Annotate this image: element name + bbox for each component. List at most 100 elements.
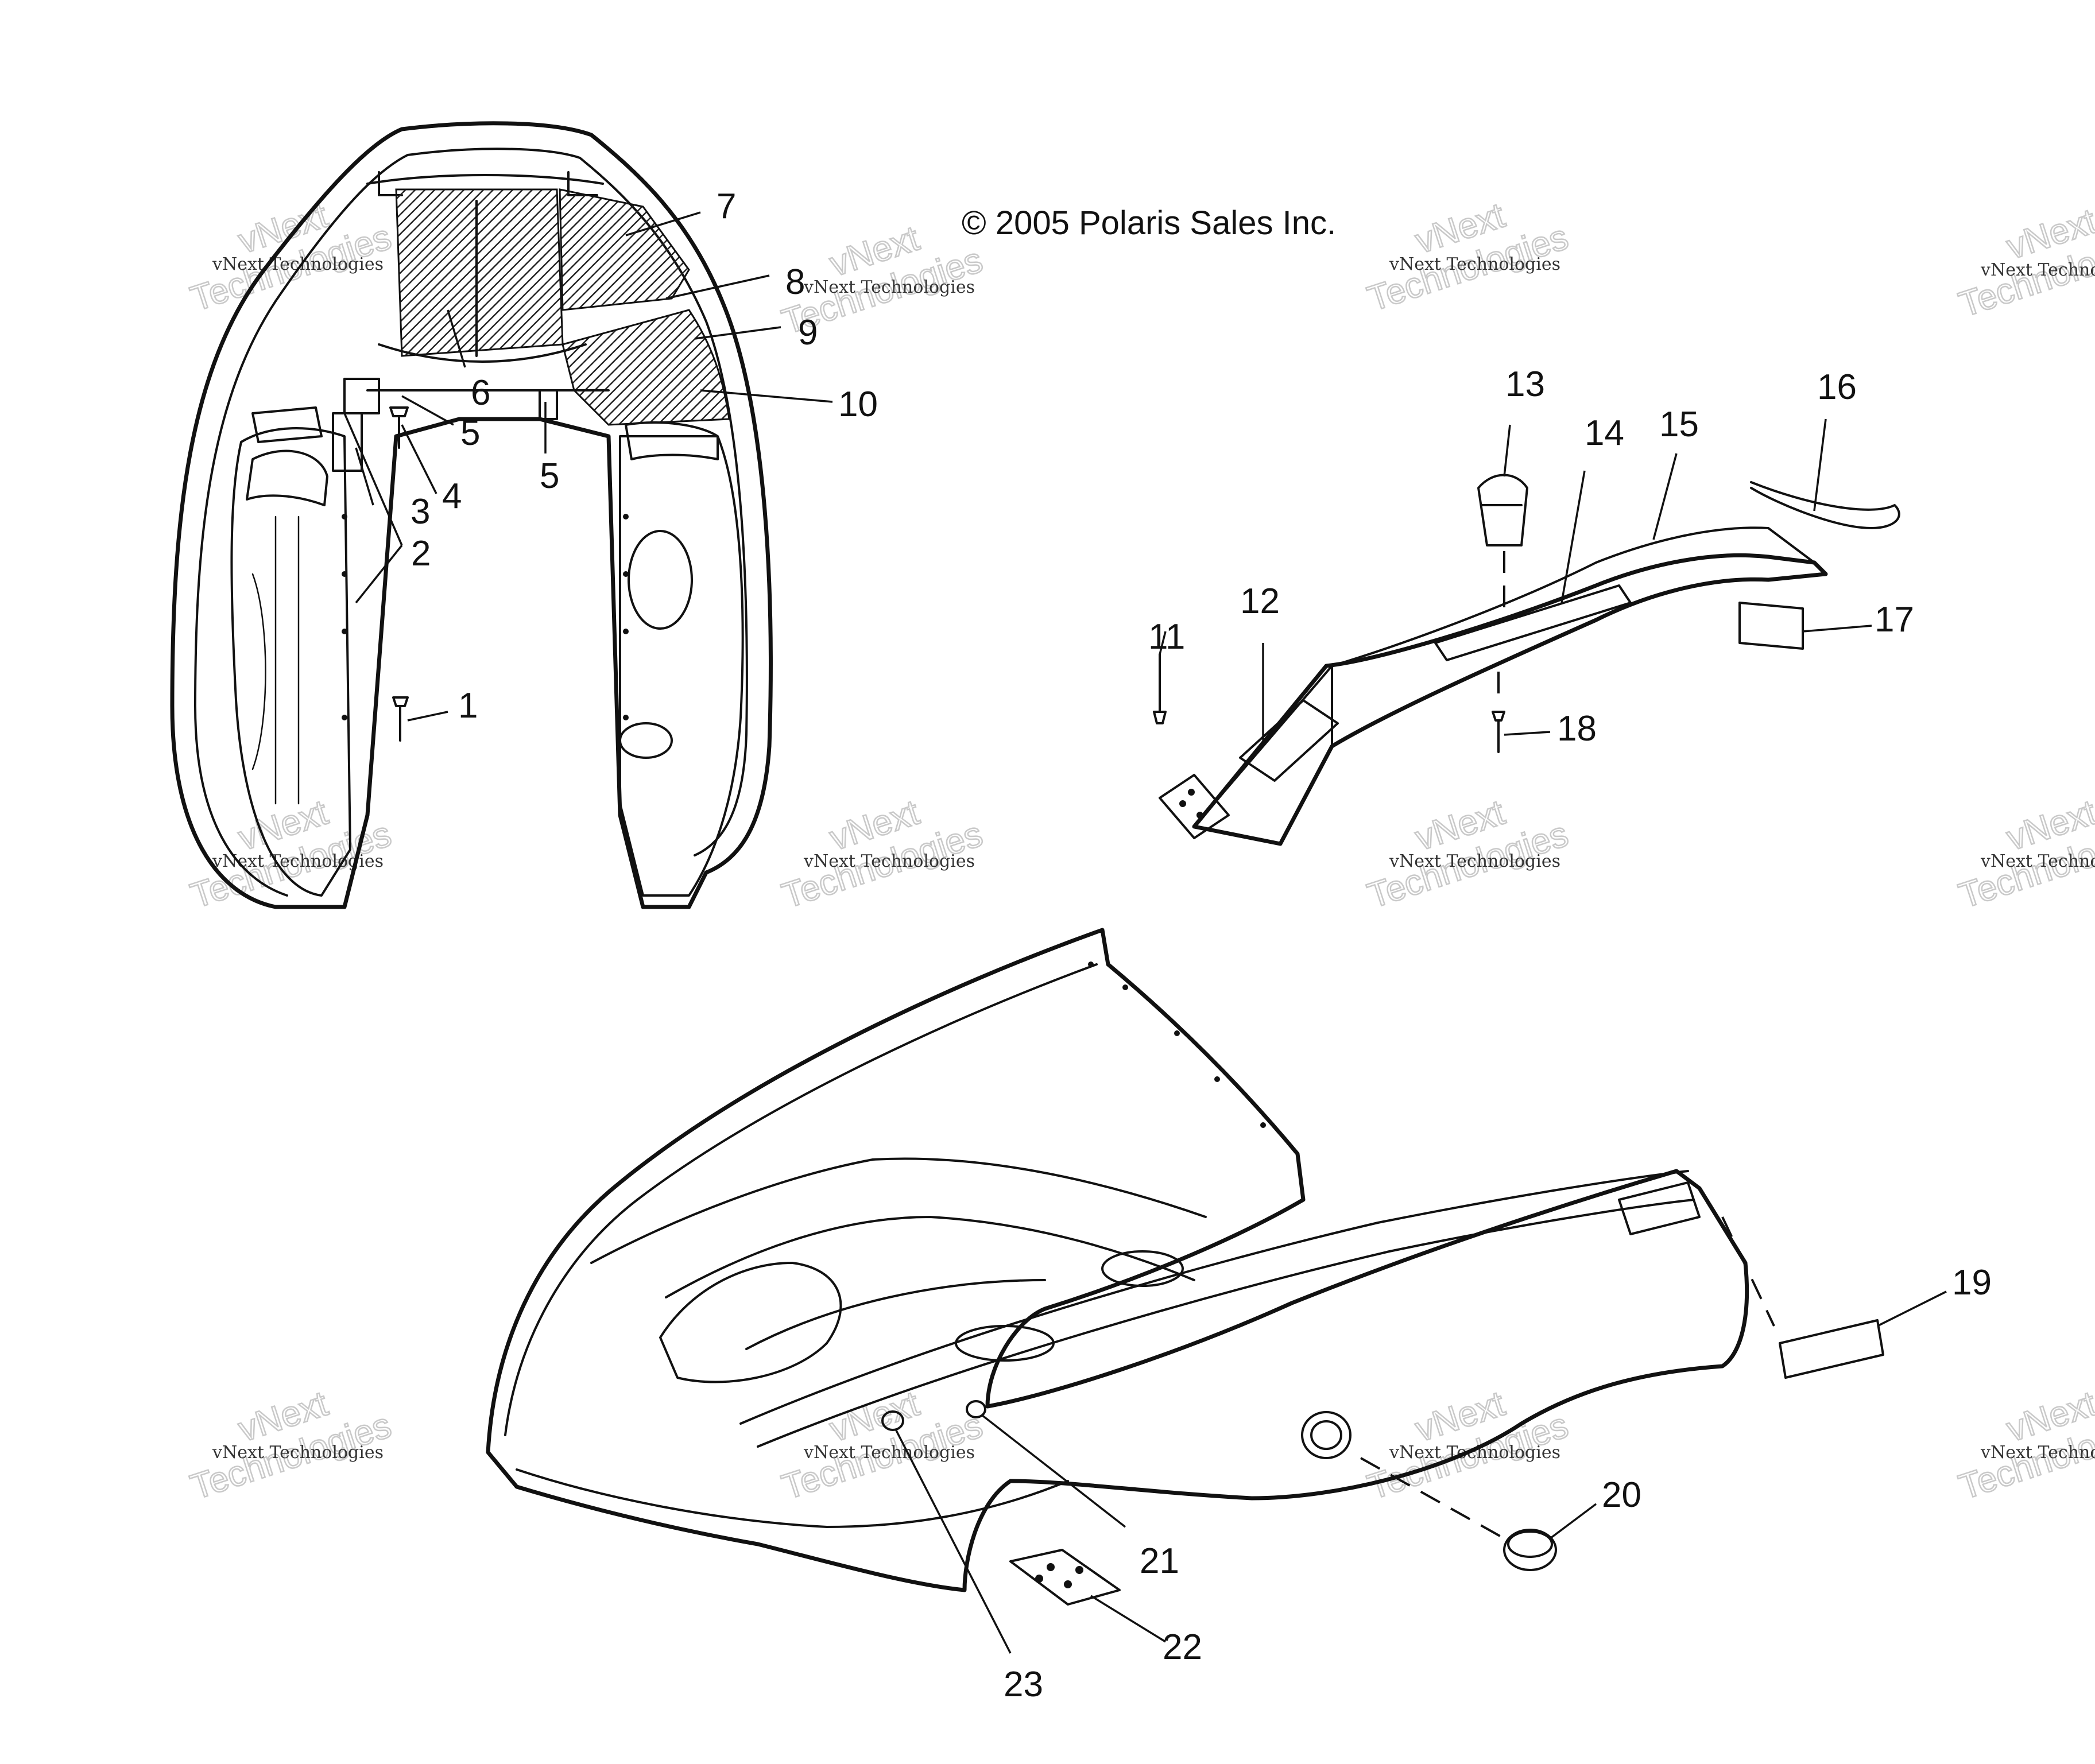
callout-5: 5: [460, 413, 480, 453]
callout-5b: 5: [540, 456, 559, 496]
hood-bottom-view: [486, 928, 1884, 1606]
watermark: vNext Technologies vNext Technologies: [185, 195, 397, 320]
leader-lines: [343, 211, 1947, 1654]
hood-left-ribs: [251, 515, 300, 805]
hood-center-tab-right: [539, 389, 558, 420]
rivet-11: [1153, 653, 1167, 724]
hood-panel-10: [561, 309, 730, 426]
callout-4: 4: [442, 476, 462, 516]
grommet-mount: [1301, 1411, 1352, 1459]
decal-12: [1239, 699, 1339, 782]
console-panel-15: [1192, 553, 1828, 846]
callout-23: 23: [1004, 1665, 1043, 1704]
hood-right-port: [628, 530, 693, 630]
hood-left-vent: [246, 449, 328, 506]
decal-14: [1434, 584, 1632, 661]
callout-12: 12: [1240, 581, 1280, 621]
svg-text:vNext Technologies: vNext Technologies: [1389, 1443, 1560, 1463]
hood-center-tab-left: [343, 378, 380, 414]
watermark: vNext Technologies vNext Technologies: [1362, 1383, 1574, 1508]
rivet-4: [389, 406, 409, 449]
callout-6: 6: [471, 373, 490, 413]
callout-3: 3: [411, 492, 430, 532]
svg-text:vNext Technologies: vNext Technologies: [212, 1443, 384, 1463]
svg-text:vNext Technologies: vNext Technologies: [803, 851, 975, 871]
clip-13: [1477, 474, 1528, 546]
console-top-surface: [1193, 526, 1815, 828]
watermark: vNext Technologies vNext Technologies: [1954, 792, 2095, 917]
callout-19: 19: [1952, 1263, 1992, 1302]
assembly-line: [1360, 1216, 1775, 1540]
hood-seam: [366, 200, 610, 391]
svg-text:vNext Technologies: vNext Technologies: [803, 277, 975, 297]
watermark: vNext Technologies vNext Technologies: [1362, 195, 1574, 320]
hood-bottom-port-2: [955, 1325, 1055, 1362]
console-hinge: [1159, 774, 1230, 839]
hood-bottom-inner-rim: [504, 963, 1098, 1528]
plug-20: [1503, 1529, 1557, 1571]
callout-labels: 1 2 3 4 5 5 6 7 8 9 10 11 12 13 14 15 16…: [411, 187, 1992, 1704]
cable-16: [1750, 481, 1900, 529]
console-assembly: [1153, 474, 1900, 846]
callout-14: 14: [1585, 413, 1624, 453]
svg-text:vNext Technologies: vNext Technologies: [803, 1443, 975, 1463]
rivet-1: [392, 696, 409, 742]
clip-21: [966, 1400, 986, 1418]
hood-right-panel: [619, 435, 744, 897]
grommet-mount-inner: [1310, 1420, 1342, 1450]
hood-inner-rim: [194, 148, 748, 897]
svg-text:vNext Technologies: vNext Technologies: [1980, 1443, 2095, 1463]
hood-side-bracket: [332, 412, 363, 472]
pad-22: [1009, 1549, 1121, 1606]
callout-21: 21: [1140, 1541, 1179, 1581]
callout-17: 17: [1875, 600, 1914, 639]
copyright-notice: © 2005 Polaris Sales Inc.: [962, 204, 1336, 242]
hood-left-panel: [230, 427, 351, 897]
svg-text:vNext Technologies: vNext Technologies: [1980, 260, 2095, 280]
hood-panel-6: [395, 188, 564, 357]
callout-9: 9: [798, 313, 818, 352]
rivet-18: [1492, 711, 1505, 753]
callout-20: 20: [1602, 1475, 1641, 1515]
callout-10: 10: [838, 385, 878, 424]
hood-panel-8: [559, 188, 690, 311]
callout-8: 8: [785, 262, 805, 302]
watermark: vNext Technologies vNext Technologies: [777, 1383, 988, 1508]
hood-right-vent: [625, 421, 719, 460]
callout-1: 1: [458, 686, 478, 726]
hood-bottom-seat-pocket: [659, 1262, 842, 1383]
callout-15: 15: [1659, 405, 1699, 444]
watermark: vNext Technologies vNext Technologies: [185, 792, 397, 917]
hood-bottom-port: [1101, 1250, 1184, 1287]
callout-7: 7: [717, 187, 736, 226]
hood-bottom-rear-bracket: [1618, 1181, 1701, 1235]
clip-23: [881, 1410, 904, 1431]
hood-bottom-rail: [739, 1170, 1689, 1425]
watermark: vNext Technologies vNext Technologies: [1362, 792, 1574, 917]
watermark: vNext Technologies vNext Technologies: [185, 1383, 397, 1508]
watermark: vNext Technologies vNext Technologies: [777, 792, 988, 917]
svg-text:vNext Technologies: vNext Technologies: [1980, 851, 2095, 871]
callout-2: 2: [411, 534, 431, 573]
pad-17: [1738, 602, 1804, 650]
svg-text:vNext Technologies: vNext Technologies: [1389, 851, 1560, 871]
reflector-19: [1779, 1319, 1884, 1379]
hood-top-view: [170, 121, 773, 909]
watermark: vNext Technologies vNext Technologies: [1954, 1383, 2095, 1508]
hood-bottom-floor: [590, 1157, 1207, 1350]
hood-right-grommet: [619, 722, 673, 759]
hood-left-bracket: [251, 406, 323, 443]
hood-outer-edge: [170, 121, 773, 909]
plug-20-face: [1507, 1530, 1553, 1558]
assembly-line: [1497, 551, 1505, 706]
callout-16: 16: [1817, 367, 1857, 407]
hood-bottom-rail-2: [757, 1199, 1695, 1448]
callout-18: 18: [1557, 709, 1597, 749]
callout-22: 22: [1163, 1627, 1202, 1667]
callout-13: 13: [1505, 365, 1545, 404]
callout-11: 11: [1148, 617, 1185, 657]
hood-bottom-outer-edge: [486, 928, 1749, 1592]
watermark: vNext Technologies vNext Technologies: [1954, 200, 2095, 325]
svg-text:vNext Technologies: vNext Technologies: [1389, 254, 1560, 274]
